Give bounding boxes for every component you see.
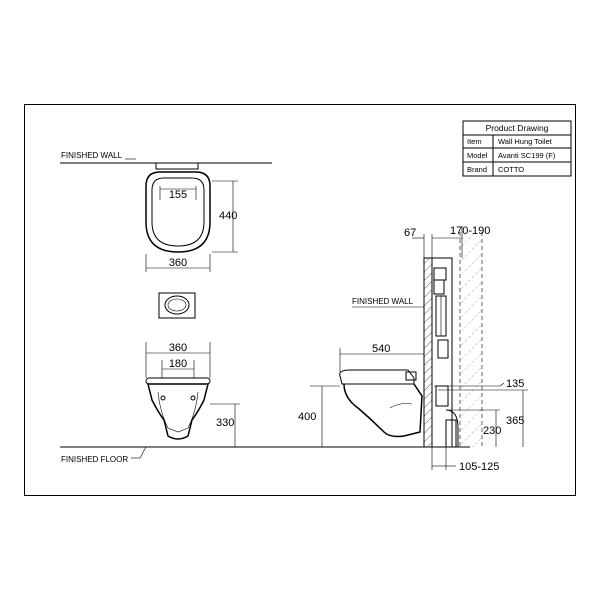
dim-depth: 440: [219, 210, 237, 222]
dim-frame-depth: 170-190: [450, 225, 490, 237]
dim-outlet-height: 230: [483, 425, 501, 437]
finished-wall-top-label: FINISHED WALL: [61, 151, 123, 160]
table-value-brand: COTTO: [498, 165, 524, 174]
dim-outlet-offset: 135: [506, 378, 524, 390]
dim-width-top: 360: [169, 257, 187, 269]
dim-projection: 540: [372, 343, 390, 355]
dim-wall-gap: 67: [404, 227, 416, 239]
top-view: FINISHED WALL 155 440 360: [60, 151, 272, 272]
table-title: Product Drawing: [486, 123, 549, 133]
table-key-brand: Brand: [467, 165, 487, 174]
finished-floor: FINISHED FLOOR: [60, 446, 425, 464]
product-table: Product Drawing Item Wall Hung Toilet Mo…: [462, 120, 572, 177]
side-view: FINISHED WALL 67 170-190 540 400: [298, 225, 528, 473]
drawing-frame: [24, 104, 576, 496]
table-value-item: Wall Hung Toilet: [498, 137, 553, 146]
finished-floor-label: FINISHED FLOOR: [61, 455, 128, 464]
dim-inlet-height: 365: [506, 415, 524, 427]
dim-seat-height: 400: [298, 411, 316, 423]
dim-seat-inner: 155: [169, 189, 187, 201]
dim-bottom-range: 105-125: [459, 461, 499, 473]
front-view: 360 180 330: [145, 342, 240, 447]
flush-plate-icon: [158, 292, 196, 319]
dim-front-height: 330: [216, 417, 234, 429]
table-key-model: Model: [467, 151, 488, 160]
finished-wall-side-label: FINISHED WALL: [352, 297, 414, 306]
dim-width-front-inner: 180: [169, 358, 187, 370]
dim-width-front: 360: [169, 342, 187, 354]
table-key-item: Item: [467, 137, 482, 146]
table-value-model: Avanti SC199 (F): [498, 151, 556, 160]
